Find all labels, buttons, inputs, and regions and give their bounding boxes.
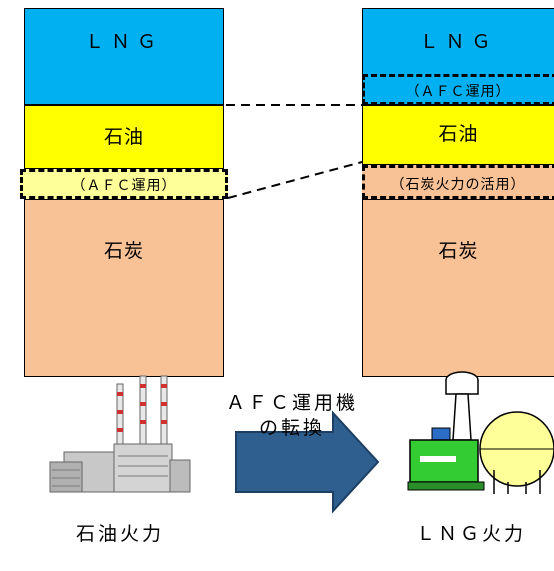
left-lng-label: ＬＮＧ — [84, 31, 163, 53]
oil-plant-label: 石油火力 — [75, 523, 164, 545]
lng-plant-label: ＬＮＧ火力 — [415, 523, 526, 545]
right-afc-dashed-frame — [362, 74, 554, 105]
right-coal-block: 石炭 — [362, 199, 554, 377]
right-lng-label: ＬＮＧ — [419, 31, 498, 53]
left-afc-block: （ＡＦＣ運用） — [20, 169, 228, 199]
right-coal-use-label: （石炭火力の活用） — [390, 177, 526, 193]
right-oil-block: 石油 — [362, 105, 554, 165]
conversion-arrow — [235, 410, 380, 514]
right-lng-block: ＬＮＧ — [362, 8, 554, 105]
left-lng-block: ＬＮＧ — [24, 8, 224, 105]
arrow-caption-line1: ＡＦＣ運用機 — [225, 392, 358, 414]
left-oil-label: 石油 — [103, 126, 144, 148]
oil-power-plant-icon — [49, 375, 191, 493]
right-coal-use-block: （石炭火力の活用） — [362, 165, 554, 199]
arrow-caption-line2: の転換 — [258, 417, 325, 439]
left-afc-label: （ＡＦＣ運用） — [71, 178, 177, 194]
right-oil-label: 石油 — [438, 123, 479, 145]
right-coal-use-dashed-frame — [362, 165, 554, 199]
left-afc-dashed-frame — [20, 169, 228, 199]
right-coal-label: 石炭 — [438, 240, 479, 262]
left-oil-block: 石油 — [24, 105, 224, 169]
connector-bottom-dashed-line — [227, 161, 363, 199]
right-afc-label: （ＡＦＣ運用） — [405, 84, 511, 100]
lng-power-plant-icon — [407, 371, 554, 494]
left-coal-label: 石炭 — [103, 240, 144, 262]
left-coal-block: 石炭 — [24, 199, 224, 377]
